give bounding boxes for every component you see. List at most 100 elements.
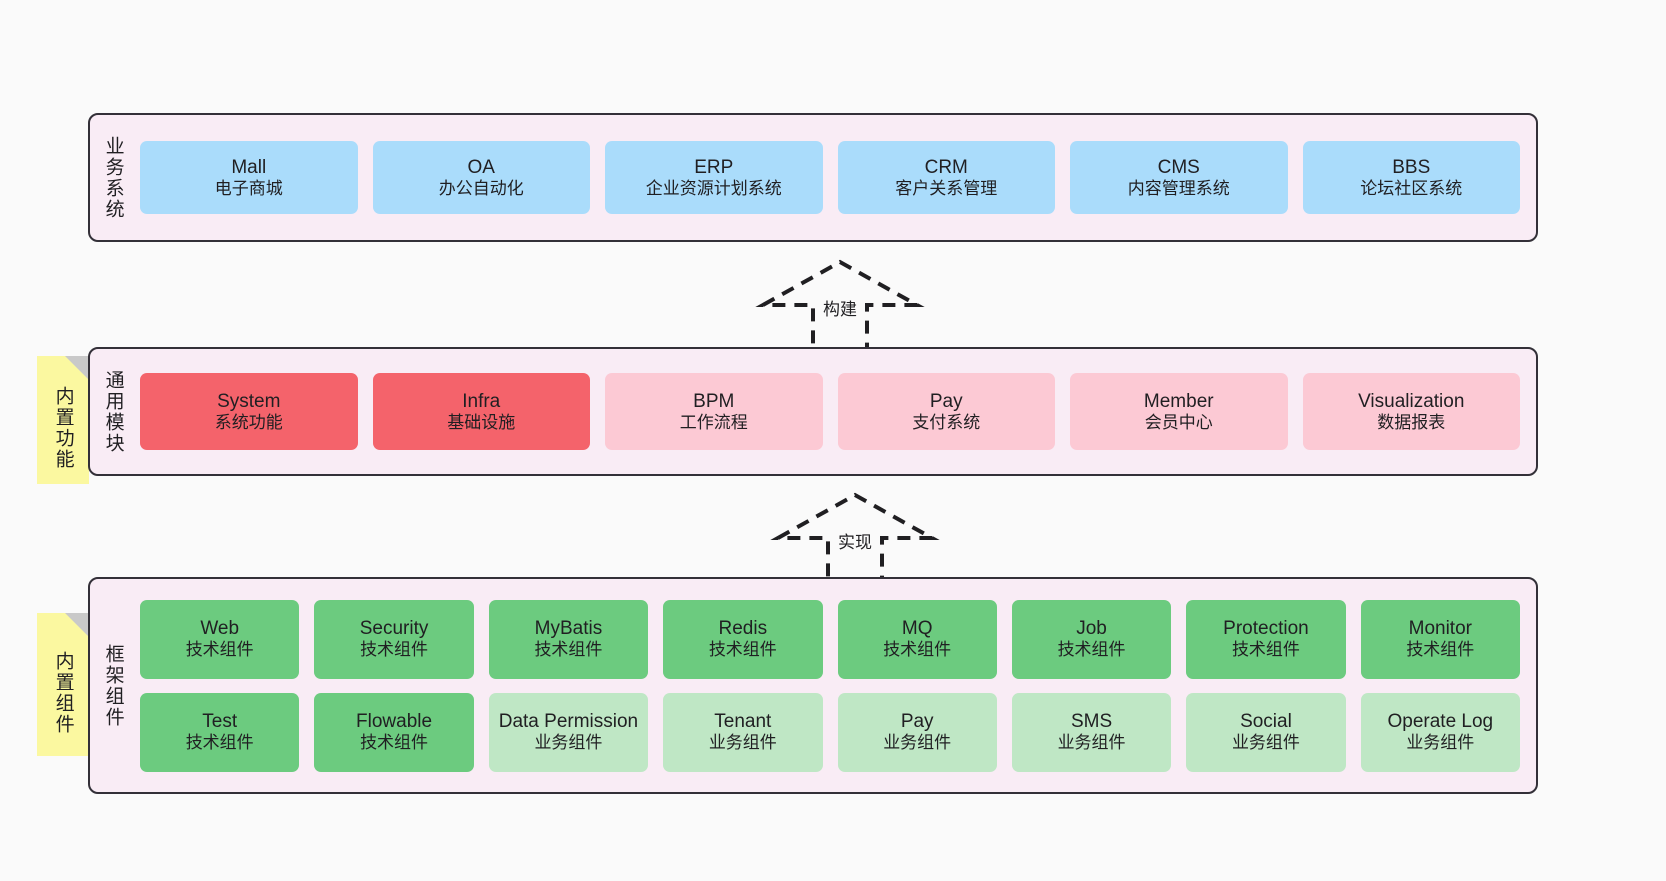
common-node-row: System 系统功能 Infra 基础设施 BPM 工作流程 Pay 支付系统… [140,373,1520,450]
connector-implement: 实现 [770,490,940,585]
note-builtin-function-label: 内置功能 [52,386,74,470]
layer-common-module: 通用模块 System 系统功能 Infra 基础设施 BPM 工作流程 Pay… [88,347,1538,476]
node-system-cn: 系统功能 [214,412,283,432]
node-redis[interactable]: Redis 技术组件 [663,599,823,679]
node-erp[interactable]: ERP 企业资源计划系统 [605,141,823,214]
connector-build-label: 构建 [823,300,857,319]
node-oa-cn: 办公自动化 [438,178,524,198]
connector-build: 构建 [755,257,925,352]
node-mybatis-en: MyBatis [534,618,603,640]
layer-framework-component: 框架组件 Web 技术组件 Security 技术组件 MyBatis 技术组件… [88,577,1538,794]
node-infra-cn: 基础设施 [447,412,516,432]
framework-node-row-2: Test 技术组件 Flowable 技术组件 Data Permission … [140,692,1520,772]
node-bbs-en: BBS [1392,156,1431,178]
node-bbs[interactable]: BBS 论坛社区系统 [1302,141,1520,214]
node-job-cn: 技术组件 [1057,640,1126,660]
node-security-cn: 技术组件 [360,640,429,660]
node-erp-cn: 企业资源计划系统 [645,178,782,198]
node-tenant-cn: 业务组件 [708,733,777,753]
node-test[interactable]: Test 技术组件 [140,692,300,772]
node-job[interactable]: Job 技术组件 [1011,599,1172,679]
node-social-cn: 业务组件 [1231,733,1300,753]
node-mq-cn: 技术组件 [883,640,952,660]
node-infra-en: Infra [462,390,501,412]
node-cms-en: CMS [1157,156,1200,178]
node-operate-log[interactable]: Operate Log 业务组件 [1360,692,1520,772]
note-builtin-component: 内置组件 [37,613,89,756]
node-pay-component[interactable]: Pay 业务组件 [837,692,997,772]
node-visualization-cn: 数据报表 [1377,412,1446,432]
node-web-en: Web [200,618,240,640]
node-flowable[interactable]: Flowable 技术组件 [314,692,474,772]
layer-common-title: 通用模块 [102,369,124,454]
node-mall[interactable]: Mall 电子商城 [140,141,358,214]
node-flowable-cn: 技术组件 [360,733,429,753]
node-mybatis[interactable]: MyBatis 技术组件 [488,599,649,679]
node-tenant-en: Tenant [714,711,772,733]
node-protection[interactable]: Protection 技术组件 [1186,599,1346,679]
node-mq[interactable]: MQ 技术组件 [837,599,997,679]
node-data-permission[interactable]: Data Permission 业务组件 [488,692,649,772]
node-security-en: Security [359,618,429,640]
node-operate-log-cn: 业务组件 [1406,733,1475,753]
note-fold-icon [65,356,89,380]
node-cms-cn: 内容管理系统 [1127,178,1230,198]
node-data-permission-cn: 业务组件 [534,733,603,753]
node-visualization-en: Visualization [1358,390,1465,412]
node-monitor[interactable]: Monitor 技术组件 [1360,599,1520,679]
layer-business-system: 业务系统 Mall 电子商城 OA 办公自动化 ERP 企业资源计划系统 CRM… [88,113,1538,242]
node-erp-en: ERP [694,156,734,178]
node-bpm-en: BPM [693,390,735,412]
node-oa[interactable]: OA 办公自动化 [372,141,590,214]
node-social[interactable]: Social 业务组件 [1186,692,1346,772]
node-crm-cn: 客户关系管理 [895,178,998,198]
node-protection-en: Protection [1223,618,1309,640]
node-job-en: Job [1076,618,1107,640]
node-test-en: Test [202,711,238,733]
node-bpm-cn: 工作流程 [679,412,748,432]
node-test-cn: 技术组件 [185,733,254,753]
node-security[interactable]: Security 技术组件 [314,599,474,679]
node-member[interactable]: Member 会员中心 [1070,373,1288,450]
connector-implement-label: 实现 [838,533,872,552]
node-pay-component-cn: 业务组件 [883,733,952,753]
node-system[interactable]: System 系统功能 [140,373,358,450]
layer-common-body: System 系统功能 Infra 基础设施 BPM 工作流程 Pay 支付系统… [136,349,1536,474]
node-mall-en: Mall [231,156,267,178]
node-sms[interactable]: SMS 业务组件 [1011,692,1172,772]
node-sms-en: SMS [1070,711,1113,733]
node-pay-module[interactable]: Pay 支付系统 [837,373,1055,450]
node-system-en: System [217,390,281,412]
node-social-en: Social [1240,711,1292,733]
layer-business-body: Mall 电子商城 OA 办公自动化 ERP 企业资源计划系统 CRM 客户关系… [136,115,1536,240]
business-node-row: Mall 电子商城 OA 办公自动化 ERP 企业资源计划系统 CRM 客户关系… [140,141,1520,214]
node-monitor-en: Monitor [1408,618,1472,640]
node-pay-component-en: Pay [900,711,934,733]
node-crm-en: CRM [924,156,968,178]
node-redis-en: Redis [718,618,768,640]
node-sms-cn: 业务组件 [1057,733,1126,753]
node-operate-log-en: Operate Log [1387,711,1494,733]
node-infra[interactable]: Infra 基础设施 [372,373,590,450]
note-builtin-function: 内置功能 [37,356,89,484]
node-mall-cn: 电子商城 [214,178,283,198]
node-member-en: Member [1143,390,1214,412]
node-flowable-en: Flowable [356,711,433,733]
node-bpm[interactable]: BPM 工作流程 [605,373,823,450]
node-pay-module-cn: 支付系统 [912,412,981,432]
framework-node-row-1: Web 技术组件 Security 技术组件 MyBatis 技术组件 Redi… [140,599,1520,679]
node-tenant[interactable]: Tenant 业务组件 [663,692,823,772]
node-redis-cn: 技术组件 [708,640,777,660]
node-web[interactable]: Web 技术组件 [140,599,300,679]
node-visualization[interactable]: Visualization 数据报表 [1302,373,1520,450]
node-protection-cn: 技术组件 [1231,640,1300,660]
node-oa-en: OA [467,156,495,178]
note-builtin-component-label: 内置组件 [52,650,74,735]
node-pay-module-en: Pay [929,390,963,412]
node-data-permission-en: Data Permission [498,711,639,733]
node-member-cn: 会员中心 [1144,412,1213,432]
node-crm[interactable]: CRM 客户关系管理 [837,141,1055,214]
node-mybatis-cn: 技术组件 [534,640,603,660]
node-cms[interactable]: CMS 内容管理系统 [1070,141,1288,214]
